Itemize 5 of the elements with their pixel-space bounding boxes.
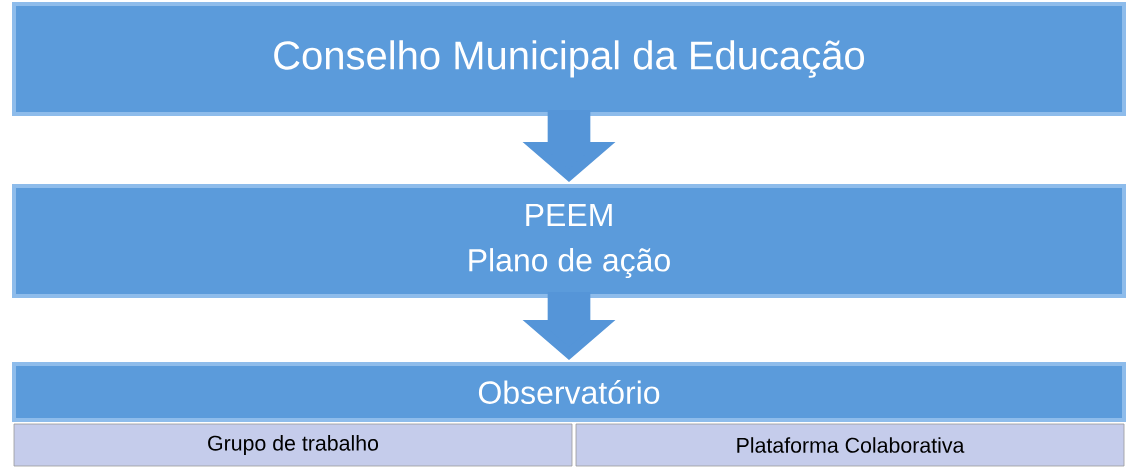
level-band: Observatório	[12, 362, 1126, 422]
table-cell: Grupo de trabalho	[13, 423, 573, 467]
level-band: PEEM Plano de ação	[12, 184, 1126, 298]
level-band: Conselho Municipal da Educação	[12, 2, 1126, 116]
table-cell: Plataforma Colaborativa	[575, 423, 1125, 467]
